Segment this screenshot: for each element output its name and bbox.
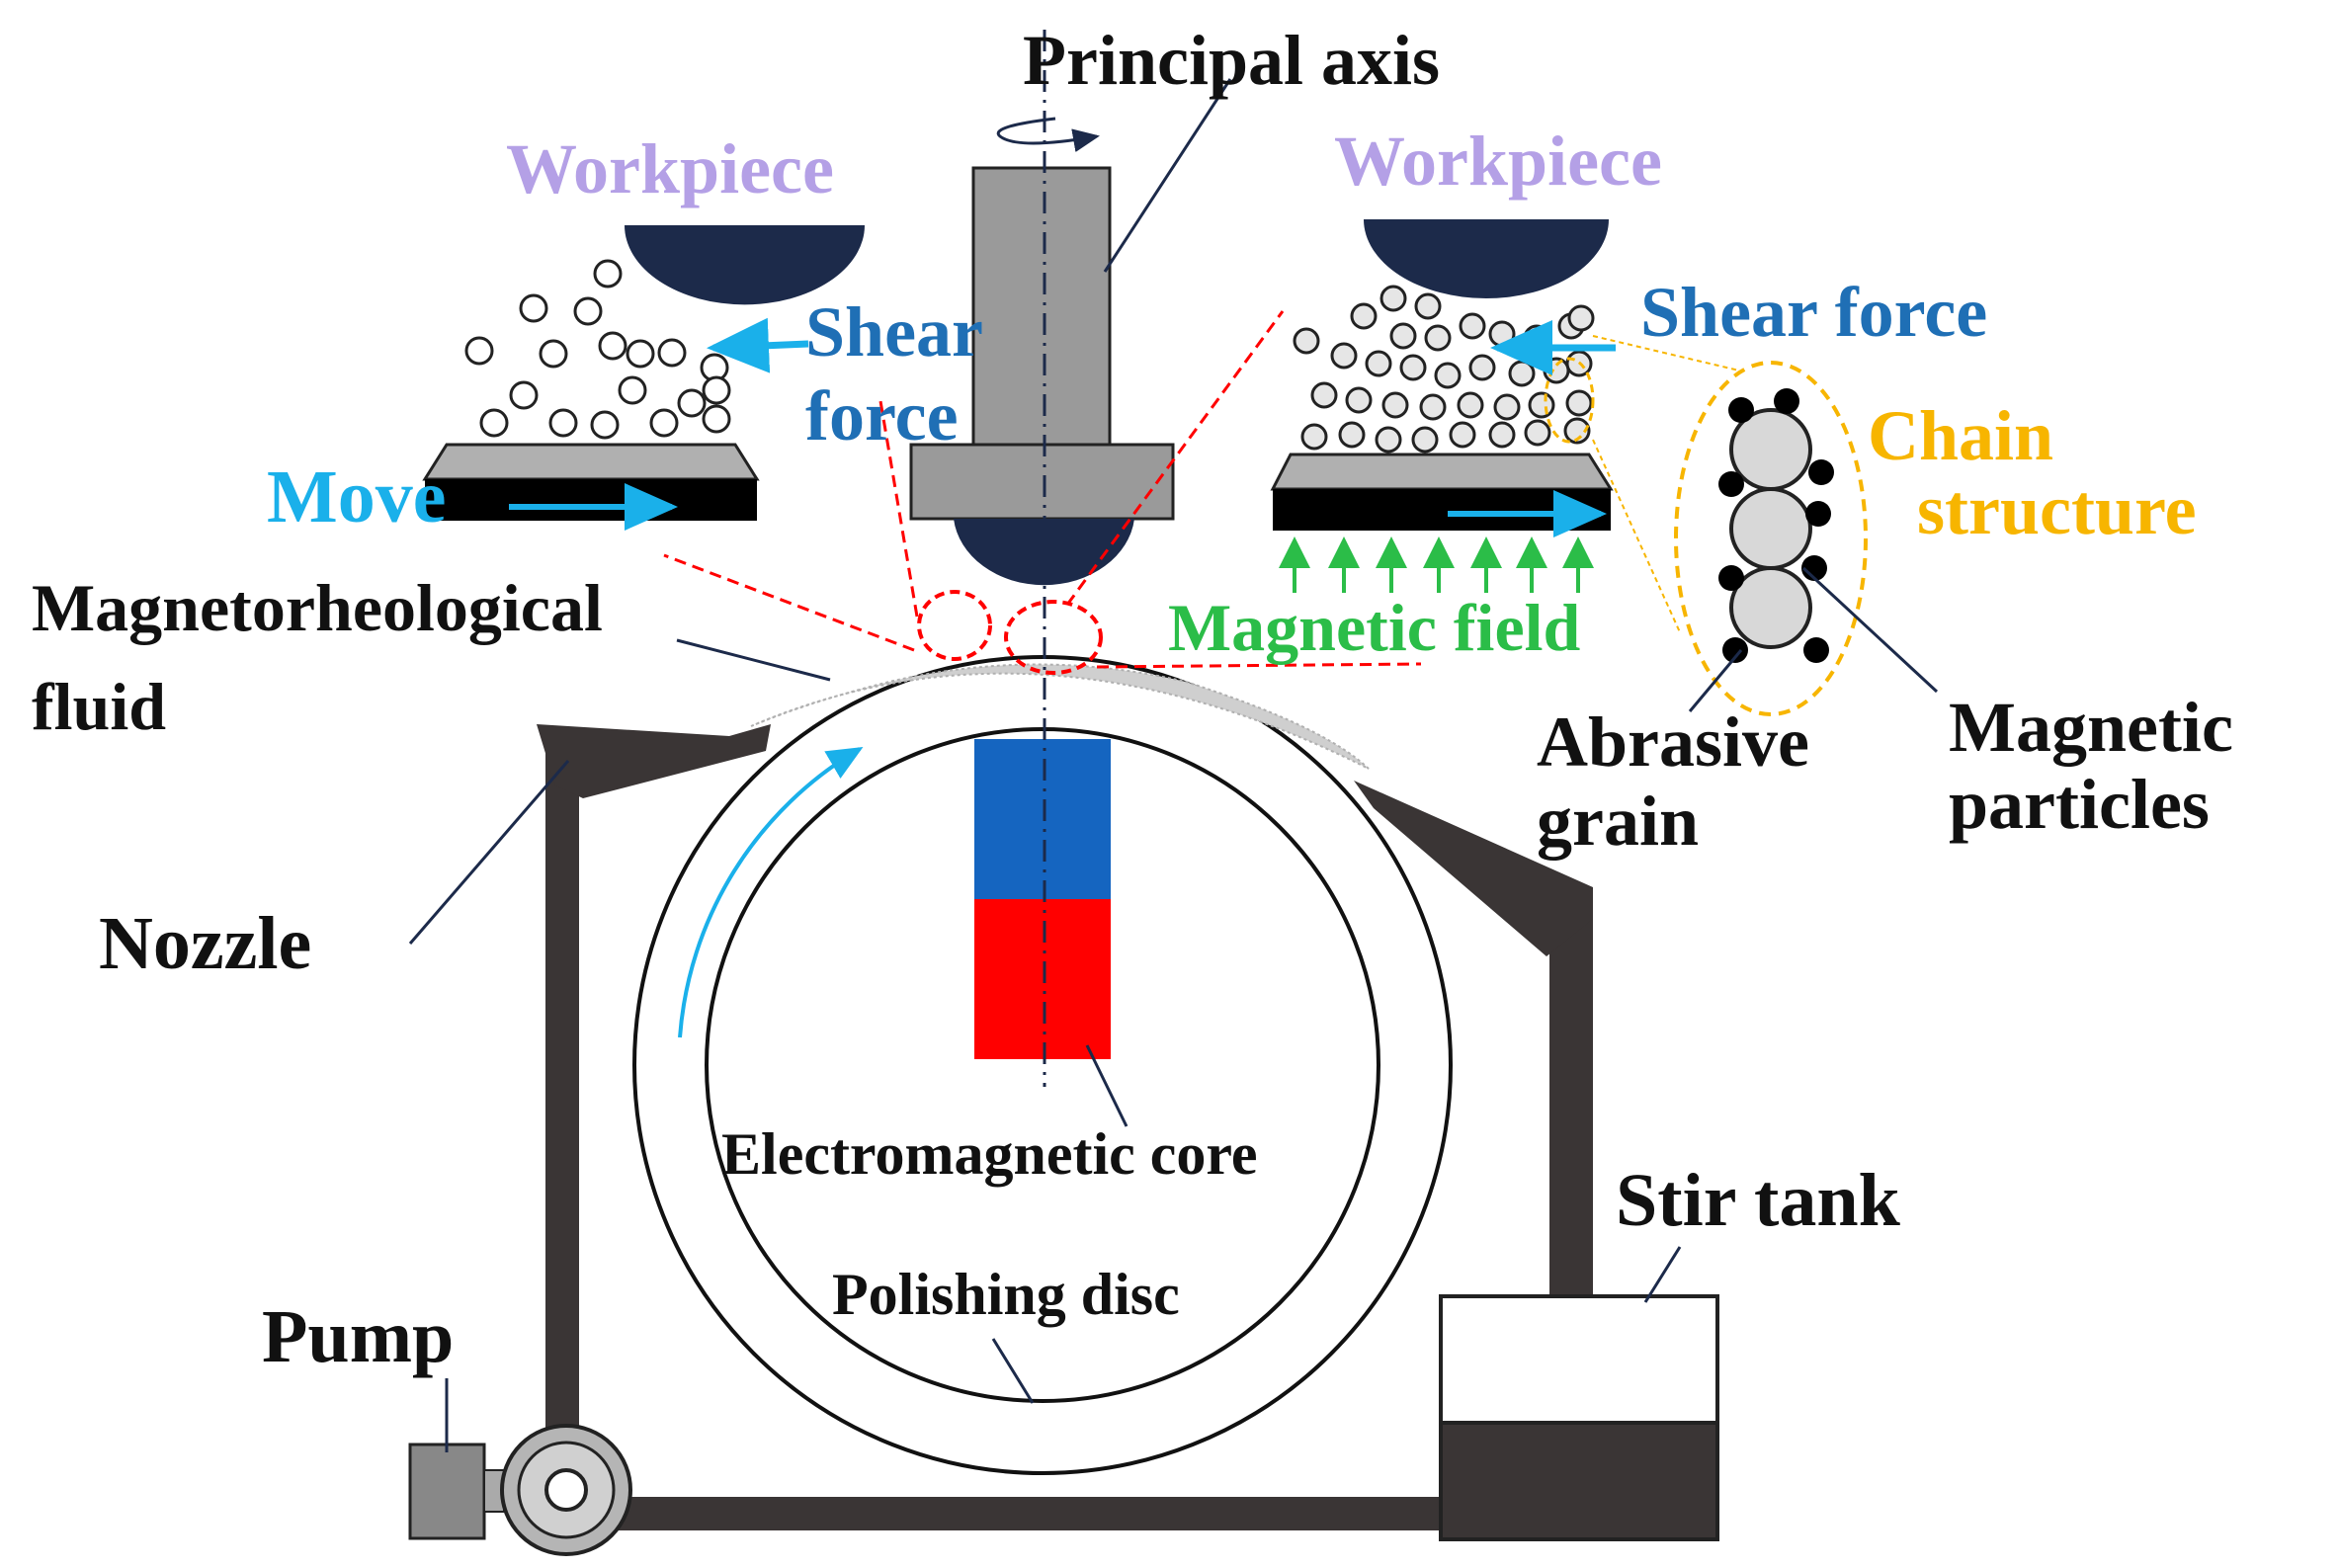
zoom-line-3 xyxy=(1065,310,1285,606)
label-shear-left-2: force xyxy=(805,376,959,455)
leader-core xyxy=(1085,1044,1128,1127)
label-magnetic-field: Magnetic field xyxy=(1168,590,1581,665)
leader-polishing-disc xyxy=(991,1338,1035,1404)
label-pump: Pump xyxy=(262,1295,454,1378)
leader-lines xyxy=(408,78,1939,1452)
stir-tank-upper xyxy=(1439,1294,1719,1425)
label-mr-fluid-2: fluid xyxy=(32,669,166,744)
pump-impeller xyxy=(544,1468,588,1512)
left-pipe xyxy=(545,736,579,1457)
labels: Principal axis Workpiece Workpiece Shear… xyxy=(32,21,2233,1378)
chain-highlight xyxy=(1544,357,1595,444)
label-chain-1: Chain xyxy=(1868,396,2053,475)
zoom-indicators xyxy=(663,310,1422,675)
return-funnel xyxy=(1354,781,1593,956)
right-base xyxy=(1273,489,1611,531)
core-north-pole xyxy=(974,739,1111,899)
left-shear-arrow xyxy=(707,317,809,373)
zoom-circle-right xyxy=(1004,600,1103,675)
chain-connector-bottom xyxy=(1592,439,1681,633)
leader-magnetic-particles xyxy=(1801,566,1939,694)
central-tool xyxy=(909,166,1175,586)
polishing-disc xyxy=(632,655,1453,1475)
axis-rotation-arrow xyxy=(996,117,1100,152)
right-chained-particles xyxy=(1293,285,1595,454)
stir-tank-fluid xyxy=(1439,1421,1719,1541)
right-pipe xyxy=(1549,889,1593,1299)
zoom-circle-left xyxy=(917,590,992,661)
label-electromagnetic-core: Electromagnetic core xyxy=(721,1121,1258,1187)
chain-connector-top xyxy=(1592,335,1740,371)
stir-tank xyxy=(1439,1294,1719,1541)
label-workpiece-left: Workpiece xyxy=(506,129,834,208)
label-polishing-disc: Polishing disc xyxy=(832,1262,1180,1327)
zoom-line-2 xyxy=(663,553,915,652)
zoom-line-4 xyxy=(1096,662,1422,669)
left-detail xyxy=(422,225,865,531)
leader-nozzle xyxy=(408,760,570,945)
pipe-system xyxy=(537,724,1593,1530)
label-nozzle: Nozzle xyxy=(99,902,311,985)
electromagnetic-core xyxy=(974,739,1111,1059)
bottom-pipe xyxy=(545,1497,1455,1530)
tool-holder xyxy=(909,443,1175,521)
label-shear-right: Shear force xyxy=(1640,273,1987,352)
label-magnetic-particles-2: particles xyxy=(1949,765,2210,844)
core-south-pole xyxy=(974,899,1111,1059)
label-chain-2: structure xyxy=(1917,470,2197,549)
polishing-disc-inner xyxy=(705,727,1380,1403)
label-stir-tank: Stir tank xyxy=(1616,1159,1901,1242)
label-magnetic-particles-1: Magnetic xyxy=(1949,688,2233,767)
right-workpiece xyxy=(1364,219,1609,298)
chain-abrasive-grains xyxy=(1718,388,1834,663)
label-abrasive-2: grain xyxy=(1537,782,1699,861)
chain-magnetic-particles xyxy=(1729,408,1812,649)
label-abrasive-1: Abrasive xyxy=(1537,702,1809,782)
magnetic-field-arrows xyxy=(1279,536,1594,593)
tool-spindle xyxy=(971,166,1112,447)
center-workpiece xyxy=(954,519,1134,586)
mr-fluid-layer xyxy=(750,663,1370,770)
nozzle-shape xyxy=(537,724,771,798)
label-principal-axis: Principal axis xyxy=(1023,21,1440,100)
leader-principal-axis xyxy=(1103,78,1232,273)
pump xyxy=(408,1424,632,1556)
leader-mr-fluid xyxy=(676,638,831,682)
pump-motor xyxy=(408,1443,486,1540)
chain-outline xyxy=(1674,361,1868,716)
label-shear-left-1: Shear xyxy=(805,292,983,371)
left-workpiece xyxy=(625,225,865,305)
leader-stir-tank xyxy=(1643,1246,1682,1303)
chain-structure-detail xyxy=(1592,335,1868,716)
left-platform xyxy=(422,443,760,481)
right-detail xyxy=(1270,219,1616,593)
leader-abrasive xyxy=(1688,649,1743,712)
left-base xyxy=(425,479,757,521)
rotation-arrow xyxy=(678,746,864,1038)
label-workpiece-right: Workpiece xyxy=(1334,122,1662,201)
right-platform xyxy=(1270,453,1614,491)
label-move: Move xyxy=(267,455,446,538)
label-mr-fluid-1: Magnetorheological xyxy=(32,570,603,645)
